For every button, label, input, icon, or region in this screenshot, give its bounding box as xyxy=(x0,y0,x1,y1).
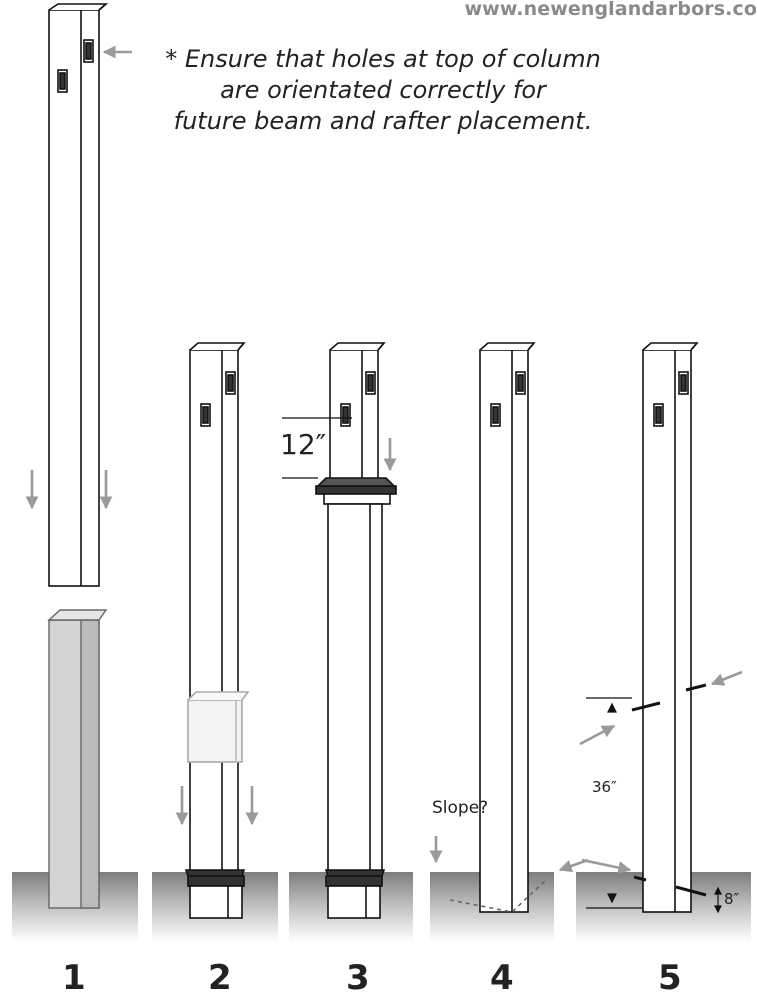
step1-inner-post xyxy=(47,609,108,909)
orientation-note: * Ensure that holes at top of column are… xyxy=(148,44,618,137)
step-number-1: 1 xyxy=(62,958,86,998)
step4-post xyxy=(479,342,536,913)
step-number-4: 4 xyxy=(490,958,514,998)
step2-post xyxy=(184,342,250,919)
step3-dimension-lines xyxy=(282,417,352,479)
step-number-3: 3 xyxy=(346,958,370,998)
step3-post xyxy=(315,342,397,919)
website-url: www.newenglandarbors.co xyxy=(464,0,757,20)
step5-dimension-marks xyxy=(586,697,722,914)
step5-screws xyxy=(631,683,707,897)
step-number-5: 5 xyxy=(658,958,682,998)
step-number-2: 2 xyxy=(208,958,232,998)
note-line-2: are orientated correctly for xyxy=(220,76,546,104)
note-line-3: future beam and rafter placement. xyxy=(173,107,593,135)
step5-post xyxy=(642,342,699,913)
note-line-1: * Ensure that holes at top of column xyxy=(165,45,601,73)
measurement-8-inch: 8″ xyxy=(724,890,740,908)
direction-arrows xyxy=(25,45,743,874)
step1-post-sleeve xyxy=(48,3,109,587)
measurement-12-inch: 12″ xyxy=(280,428,327,461)
slope-question-label: Slope? xyxy=(432,798,489,818)
measurement-36-inch: 36″ xyxy=(592,778,617,796)
